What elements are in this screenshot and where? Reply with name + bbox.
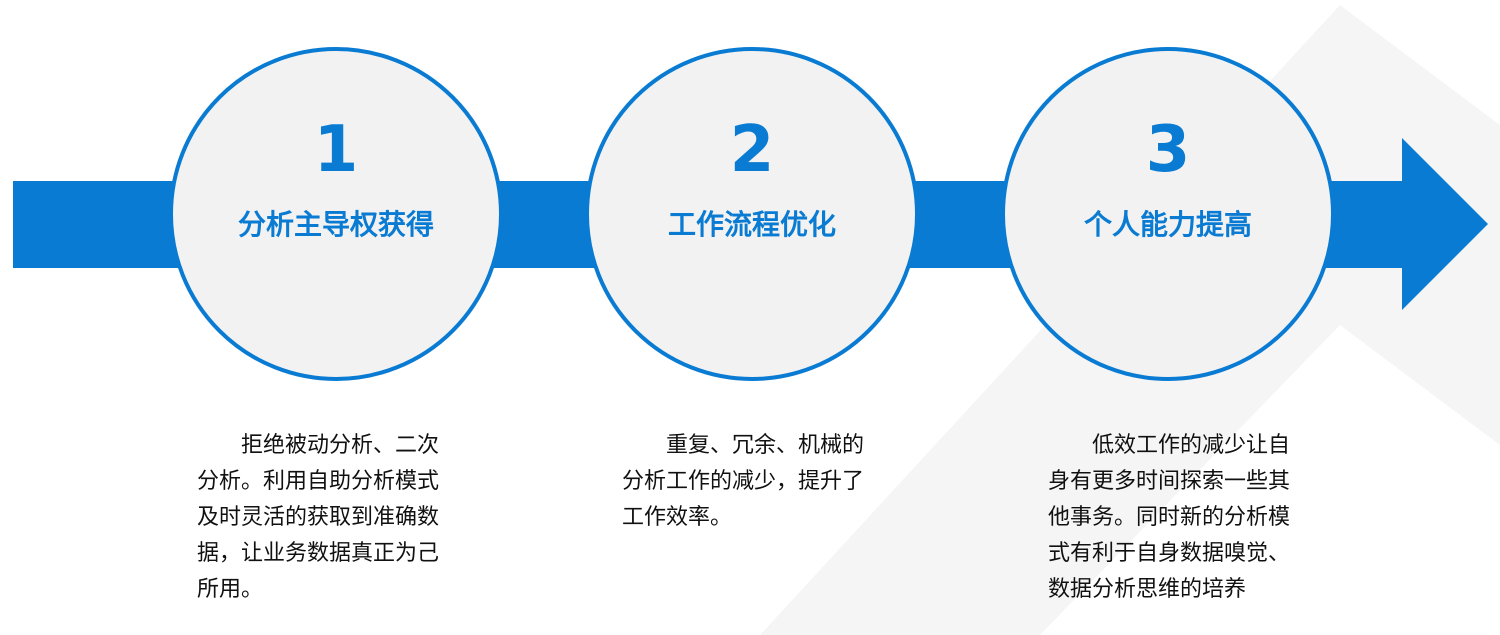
step-description-3: 低效工作的减少让自身有更多时间探索一些其他事务。同时新的分析模式有利于自身数据嗅… <box>1048 433 1291 602</box>
step-number: 1 <box>313 113 359 187</box>
step-description-2: 重复、冗余、机械的分析工作的减少，提升了工作效率。 <box>622 433 865 530</box>
step-title: 工作流程优化 <box>667 208 836 241</box>
step-description-1: 拒绝被动分析、二次分析。利用自助分析模式及时灵活的获取到准确数据，让业务数据真正… <box>197 433 440 602</box>
step-title: 分析主导权获得 <box>237 208 434 241</box>
step-number: 3 <box>1145 113 1191 187</box>
step-circle-1: 1 分析主导权获得 <box>169 47 503 381</box>
step-number: 2 <box>729 113 775 187</box>
step-title: 个人能力提高 <box>1083 208 1252 241</box>
step-circle-3: 3 个人能力提高 <box>1001 47 1335 381</box>
step-circle-2: 2 工作流程优化 <box>585 47 919 381</box>
